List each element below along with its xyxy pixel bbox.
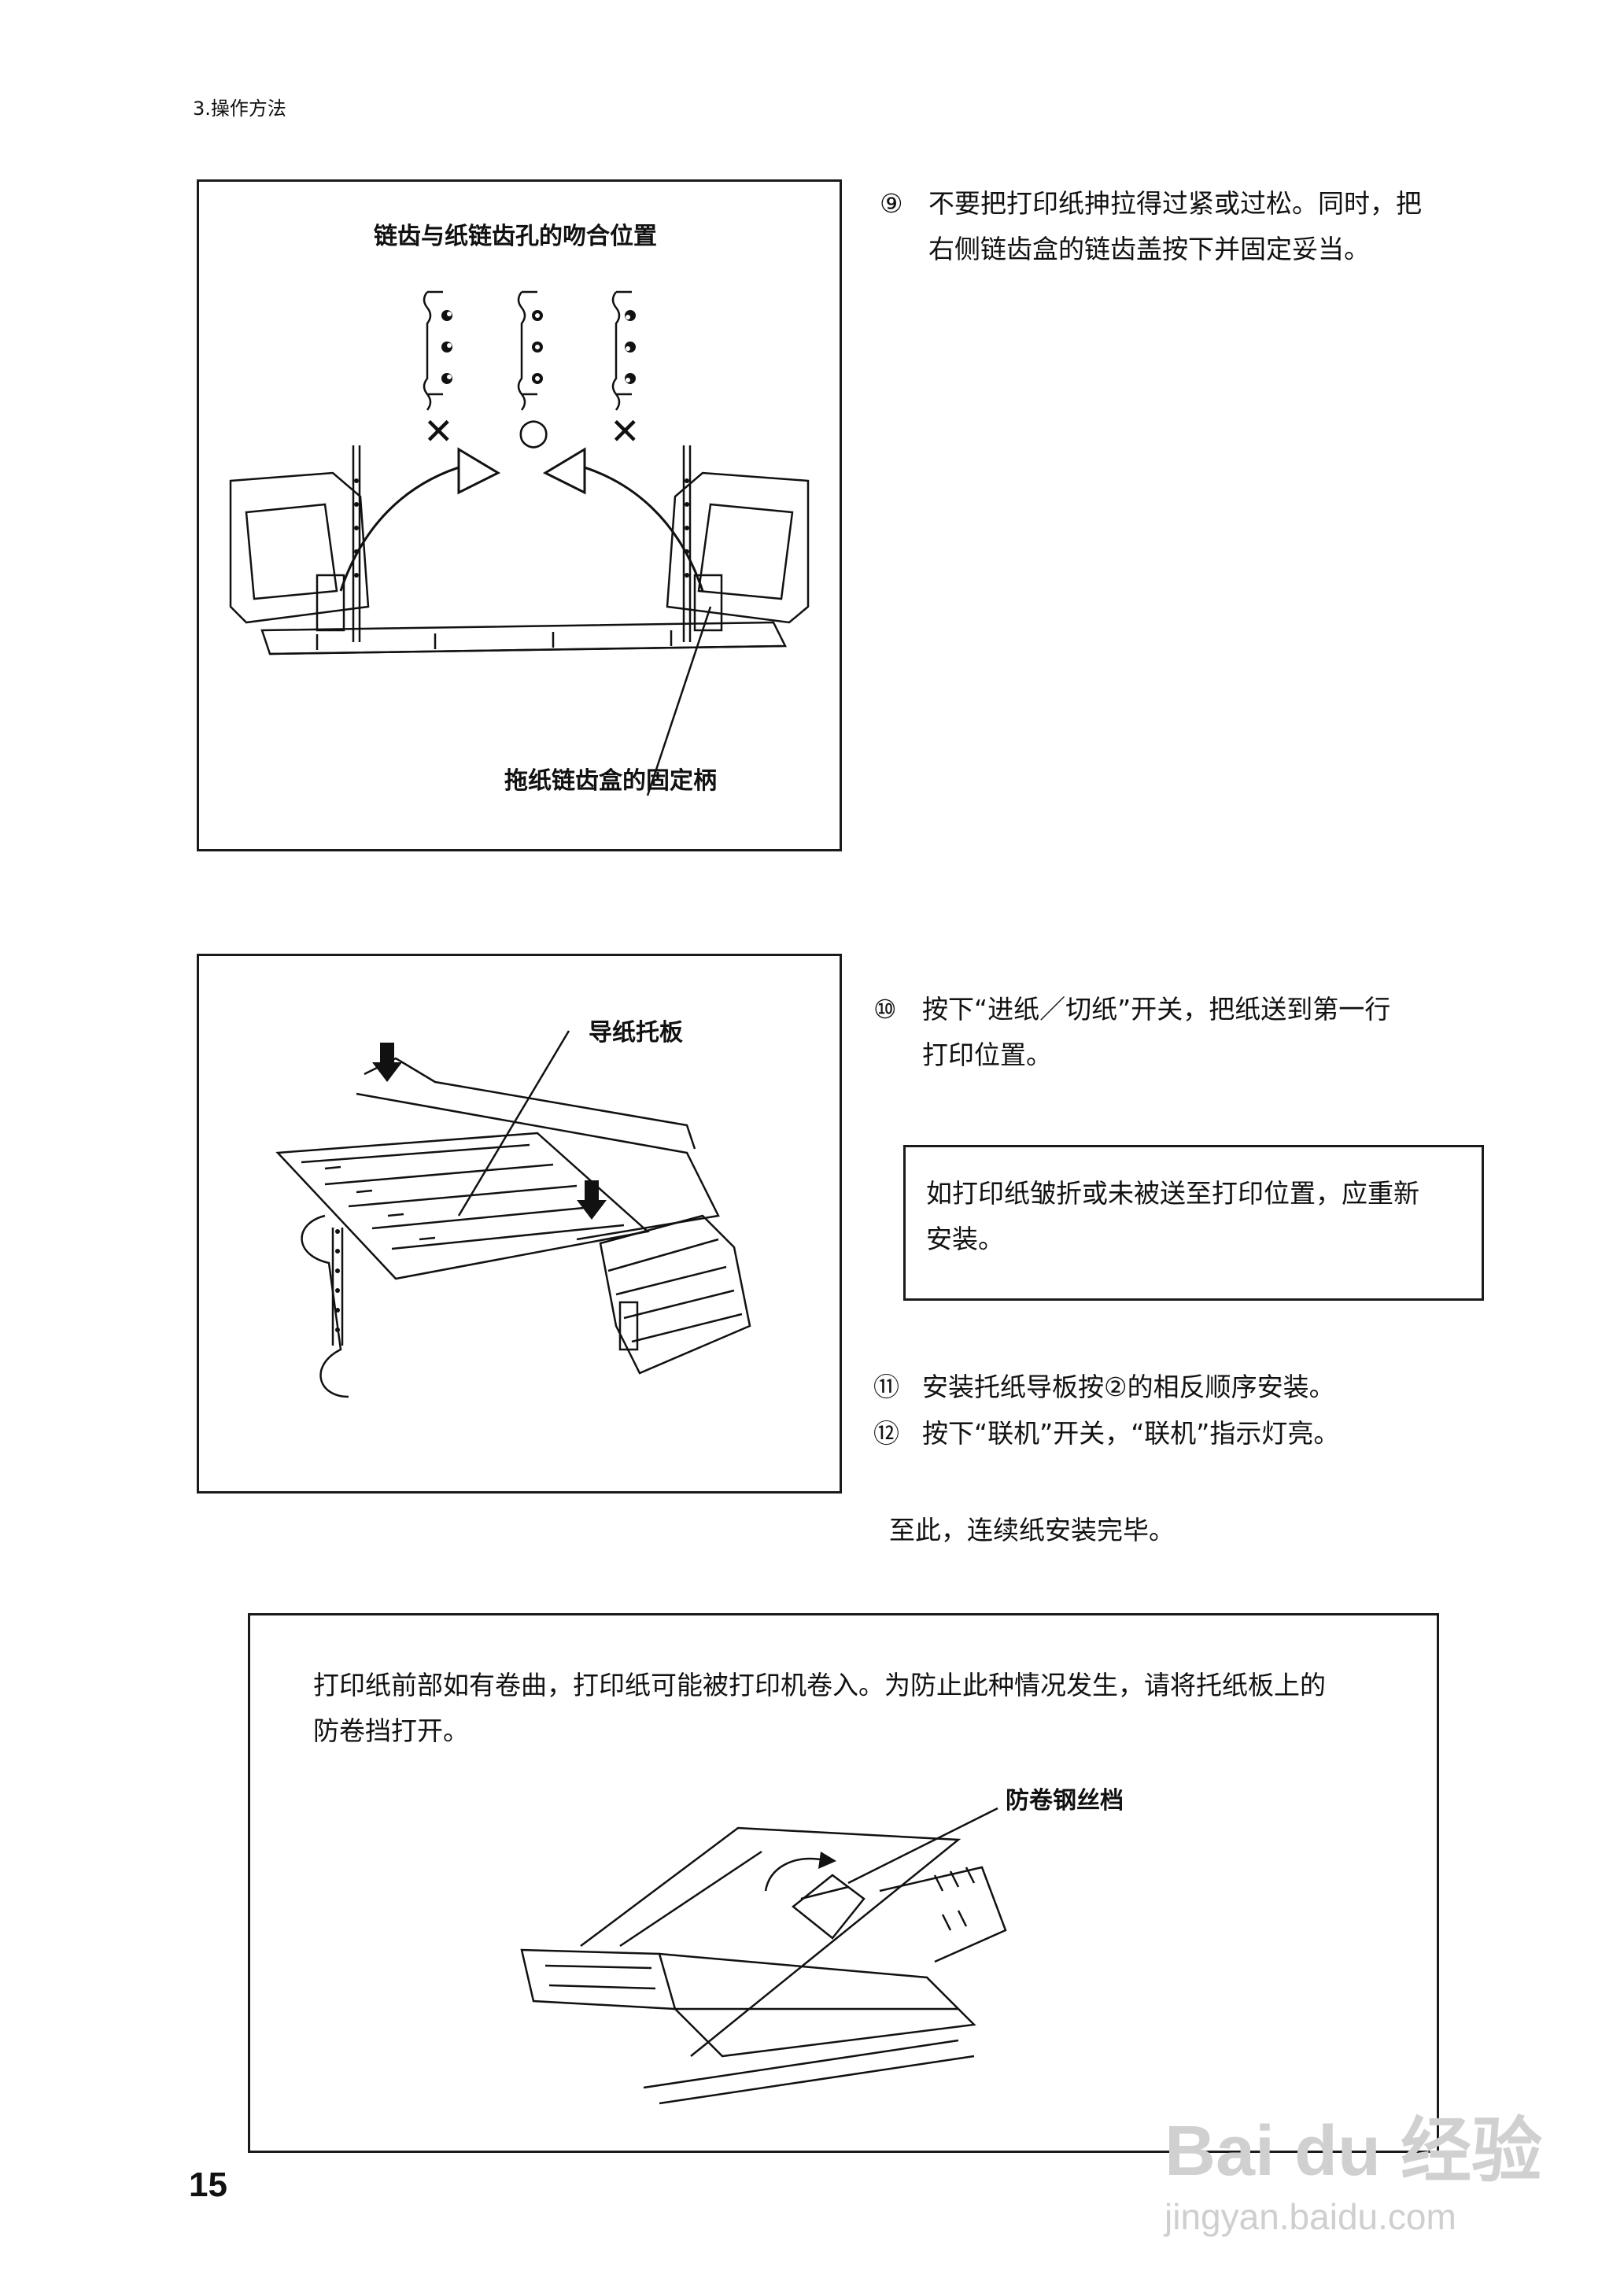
step-11: ⑪ 安装托纸导板按②的相反顺序安装。 [873, 1364, 1487, 1410]
step-11-number: ⑪ [873, 1372, 899, 1402]
conclusion-text: 至此，连续纸安装完毕。 [889, 1515, 1175, 1545]
figure1-callout: 拖纸链齿盒的固定柄 [504, 767, 717, 795]
page-number: 15 [189, 2166, 227, 2204]
step-10-number: ⑩ [873, 994, 897, 1025]
step-12: ⑫ 按下“联机”开关，“联机”指示灯亮。 [873, 1411, 1503, 1457]
step-12-number: ⑫ [873, 1418, 899, 1449]
note-reinstall: 如打印纸皱折或未被送至打印位置，应重新 安装。 [903, 1145, 1484, 1301]
figure-paper-guide-plate: 导纸托板 [197, 954, 842, 1494]
step-9-line-1: 不要把打印纸抻拉得过紧或过松。同时，把 [928, 188, 1422, 219]
note2-callout: 防卷钢丝档 [1006, 1787, 1124, 1815]
note2-line-2: 防卷挡打开。 [313, 1715, 469, 1746]
step-9: ⑨ 不要把打印纸抻拉得过紧或过松。同时，把 右侧链齿盒的链齿盖按下并固定妥当。 [880, 181, 1478, 272]
anti-curl-wire-drawing [520, 1807, 1007, 2105]
note-anti-curl: 打印纸前部如有卷曲，打印纸可能被打印机卷入。为防止此种情况发生，请将托纸板上的 … [248, 1613, 1439, 2153]
step-12-text: 按下“联机”开关，“联机”指示灯亮。 [922, 1418, 1340, 1449]
section-header: 3.操作方法 [193, 98, 286, 120]
note1-line-1: 如打印纸皱折或未被送至打印位置，应重新 [926, 1178, 1419, 1209]
step-9-line-2: 右侧链齿盒的链齿盖按下并固定妥当。 [928, 234, 1370, 264]
step-9-number: ⑨ [880, 188, 903, 219]
note1-line-2: 安装。 [926, 1224, 1004, 1254]
correct-alignment-mark: ○ [518, 410, 550, 452]
note2-line-1: 打印纸前部如有卷曲，打印纸可能被打印机卷入。为防止此种情况发生，请将托纸板上的 [313, 1670, 1326, 1700]
step-10-line-1: 按下“进纸／切纸”开关，把纸送到第一行 [922, 994, 1391, 1025]
watermark-url: jingyan.baidu.com [1164, 2196, 1456, 2237]
watermark-logo: Bai du 经验 [1164, 2112, 1543, 2191]
step-10: ⑩ 按下“进纸／切纸”开关，把纸送到第一行 打印位置。 [873, 987, 1487, 1078]
figure2-callout: 导纸托板 [589, 1019, 683, 1047]
step-11-text: 安装托纸导板按②的相反顺序安装。 [922, 1372, 1335, 1402]
paper-guide-plate-drawing [275, 1030, 751, 1398]
sprocket-alignment-drawing [229, 290, 810, 796]
figure-sprocket-alignment: 链齿与纸链齿孔的吻合位置 [197, 179, 842, 851]
step-10-line-2: 打印位置。 [922, 1039, 1052, 1070]
figure1-title: 链齿与纸链齿孔的吻合位置 [374, 223, 657, 250]
wrong-alignment-mark-left: ✕ [423, 410, 454, 452]
wrong-alignment-mark-right: ✕ [610, 410, 640, 452]
